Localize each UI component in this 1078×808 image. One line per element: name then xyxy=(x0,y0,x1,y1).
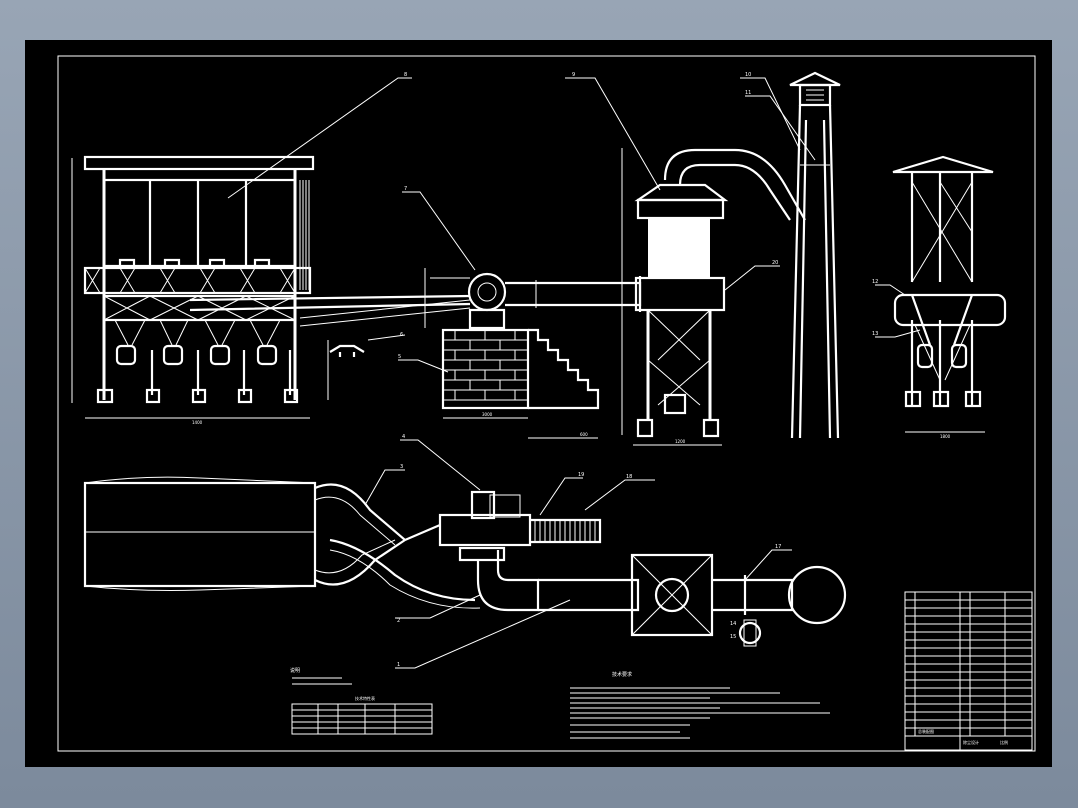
fan-and-brick-foundation xyxy=(424,268,642,439)
part-label-3: 3 xyxy=(400,464,403,470)
dim-stair: 600 xyxy=(580,432,588,437)
part-label-4: 4 xyxy=(402,434,405,440)
part-label-19: 19 xyxy=(578,472,584,478)
spec-table-title: 技术特性表 xyxy=(355,695,375,701)
plan-view xyxy=(83,476,847,647)
dim-right: 1800 xyxy=(940,434,951,439)
part-label-7: 7 xyxy=(404,186,407,192)
part-label-14: 14 xyxy=(730,621,736,627)
inclined-duct xyxy=(189,294,471,357)
dim-left-width: 1400 xyxy=(192,420,203,425)
part-label-10: 10 xyxy=(745,72,751,78)
notes-center: 技术要求 xyxy=(570,671,830,739)
part-label-6: 6 xyxy=(400,332,403,338)
drawing-frame xyxy=(57,55,1036,752)
side-elevation xyxy=(892,155,1007,433)
technical-requirements-title: 技术要求 xyxy=(612,671,632,678)
cyclone-separator xyxy=(621,148,806,446)
chimney xyxy=(789,71,841,439)
part-label-15: 15 xyxy=(730,634,736,640)
bag-filter-elevation xyxy=(71,155,329,419)
drawing-sheet xyxy=(25,40,1052,767)
title-block-design: 除尘设计 xyxy=(963,739,979,745)
part-label-1: 1 xyxy=(397,662,400,668)
dim-cyclone: 1200 xyxy=(675,439,686,444)
part-label-2: 2 xyxy=(397,618,400,624)
title-block-scale: 比例 xyxy=(1000,739,1008,745)
part-label-17: 17 xyxy=(775,544,781,550)
part-label-20: 20 xyxy=(772,260,778,266)
title-block-name: 总装配图 xyxy=(918,728,934,734)
part-label-9: 9 xyxy=(572,72,575,78)
part-label-18: 18 xyxy=(626,474,632,480)
part-label-8: 8 xyxy=(404,72,407,78)
part-label-5: 5 xyxy=(398,354,401,360)
notes-left-title: 说明 xyxy=(290,667,300,674)
part-label-12: 12 xyxy=(872,279,878,285)
leader-lines xyxy=(227,77,921,669)
dim-brick-width: 3000 xyxy=(482,412,493,417)
part-label-13: 13 xyxy=(872,331,878,337)
notes-left: 说明 技术特性表 xyxy=(290,667,433,735)
part-label-11: 11 xyxy=(745,90,751,96)
title-block: 总装配图 除尘设计 比例 xyxy=(904,591,1033,751)
